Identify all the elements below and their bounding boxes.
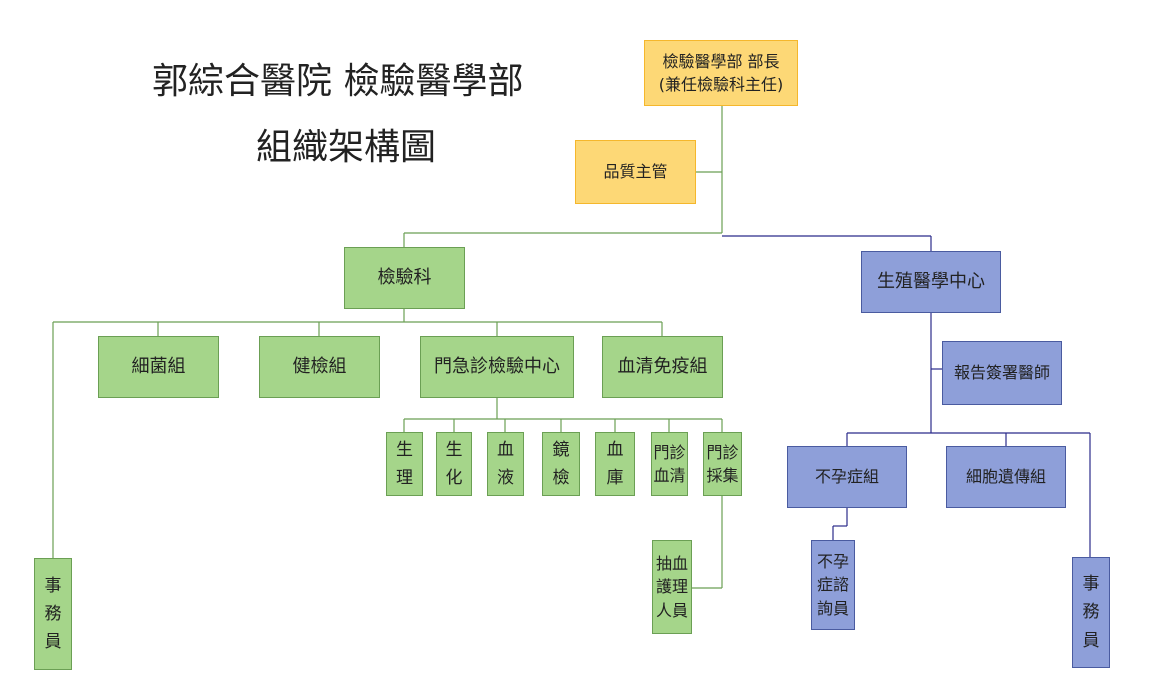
node-infertility-counselor: 不孕 症諮 詢員 <box>811 540 855 630</box>
node-phlebotomy-nurse: 抽血 護理 人員 <box>652 540 692 634</box>
node-health-check: 健檢組 <box>259 336 380 398</box>
node-hematology: 血 液 <box>487 432 524 496</box>
node-quality-manager: 品質主管 <box>575 140 696 204</box>
chart-title: 郭綜合醫院 檢驗醫學部 <box>152 61 524 102</box>
chart-subtitle: 組織架構圖 <box>256 127 437 168</box>
node-outpatient-lab: 門急診檢驗中心 <box>420 336 574 398</box>
node-outpatient-serum: 門診 血清 <box>651 432 688 496</box>
node-biochemistry: 生 化 <box>436 432 472 496</box>
node-reproductive-center: 生殖醫學中心 <box>861 251 1001 313</box>
node-report-signing-physician: 報告簽署醫師 <box>942 341 1062 405</box>
node-cell-genetics-group: 細胞遺傳組 <box>946 446 1066 508</box>
node-blood-bank: 血 庫 <box>595 432 635 496</box>
node-director: 檢驗醫學部 部長 (兼任檢驗科主任) <box>644 40 798 106</box>
node-repro-admin-staff: 事 務 員 <box>1072 557 1110 668</box>
node-infertility-group: 不孕症組 <box>787 446 907 508</box>
node-lab-department: 檢驗科 <box>344 247 465 309</box>
node-bacteriology: 細菌組 <box>98 336 219 398</box>
node-outpatient-collection: 門診 採集 <box>703 432 742 496</box>
node-physiology: 生 理 <box>386 432 423 496</box>
node-serology-immunology: 血清免疫組 <box>602 336 723 398</box>
node-lab-admin-staff: 事 務 員 <box>34 558 72 670</box>
node-microscopy: 鏡 檢 <box>542 432 580 496</box>
